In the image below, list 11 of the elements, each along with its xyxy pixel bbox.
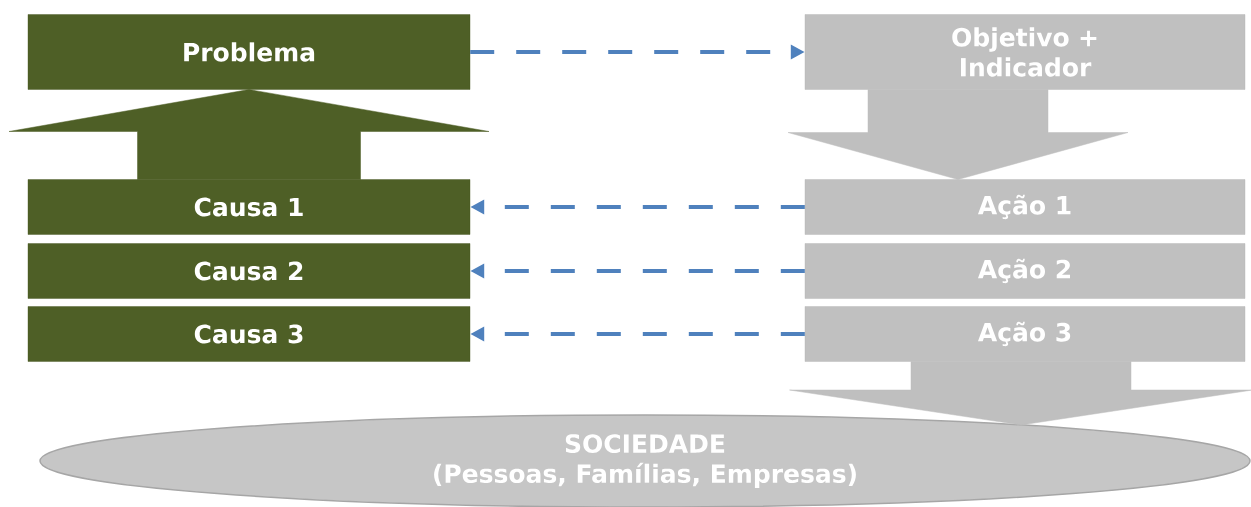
block-arrow [8,89,490,180]
action-box: Ação 3 [804,306,1246,362]
action-box: Ação 1 [804,179,1246,235]
objective-box: Objetivo + Indicador [804,14,1246,90]
block-arrow [789,361,1251,426]
cause-box: Causa 2 [27,243,471,299]
cause-box: Causa 3 [27,306,471,362]
cause-box: Causa 1 [27,179,471,235]
problem-box: Problema [27,14,471,90]
action-box: Ação 2 [804,243,1246,299]
block-arrow [787,89,1129,180]
